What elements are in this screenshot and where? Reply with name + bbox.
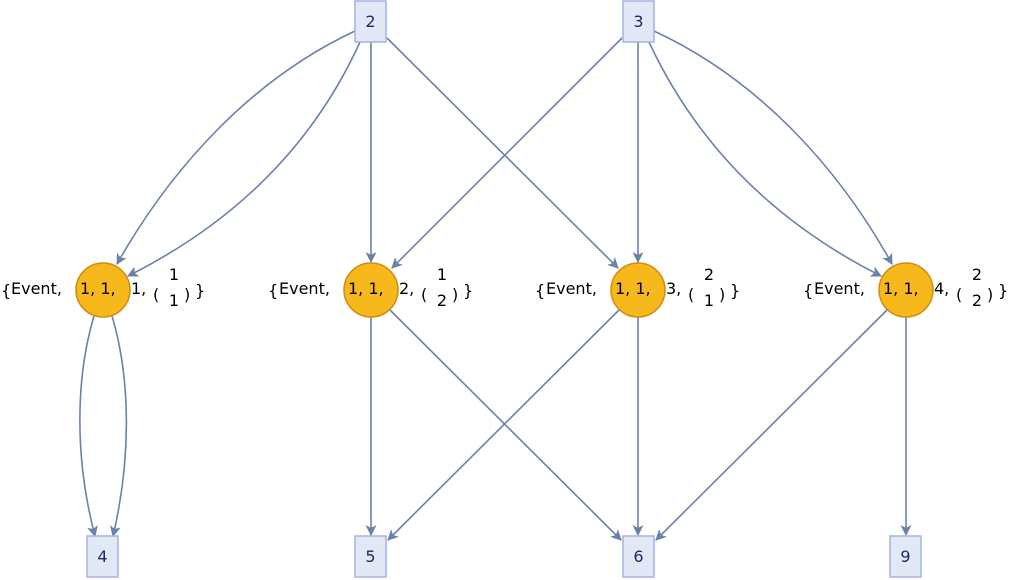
matrix-open-paren: ( (956, 285, 962, 304)
matrix-bottom: 2 (972, 291, 982, 310)
matrix-close-paren: ) (719, 285, 725, 304)
matrix-bottom: 1 (169, 291, 179, 310)
state-label: 3 (633, 12, 643, 31)
event-prefix: Event, (11, 279, 62, 298)
edge-s2-e1-a (116, 30, 356, 265)
edges-layer (79, 30, 912, 541)
edge-e4-s6 (655, 309, 888, 541)
matrix-top: 1 (437, 265, 447, 284)
matrix-open-paren: ( (421, 285, 427, 304)
event-node-3[interactable]: { Event, 1, 1, 3, ( 2 1 ) } (535, 262, 740, 318)
edge-e1-s4-a (79, 315, 98, 538)
event-node-4[interactable]: { Event, 1, 1, 4, ( 2 2 ) } (803, 262, 1008, 318)
event-prefix: Event, (814, 279, 865, 298)
state-node-4[interactable]: 4 (86, 535, 119, 578)
matrix-top: 2 (704, 265, 714, 284)
event-suffix: 4, (934, 279, 949, 298)
state-node-2[interactable]: 2 (354, 0, 387, 43)
state-label: 9 (900, 547, 910, 566)
event-close-brace: } (998, 281, 1008, 300)
state-label: 5 (365, 547, 375, 566)
event-open-brace: { (535, 281, 545, 300)
state-label: 4 (97, 547, 107, 566)
matrix-close-paren: ) (987, 285, 993, 304)
event-prefix: Event, (279, 279, 330, 298)
state-label: 2 (365, 12, 375, 31)
matrix-close-paren: ) (184, 285, 190, 304)
state-node-5[interactable]: 5 (354, 535, 387, 578)
event-suffix: 2, (399, 279, 414, 298)
matrix-open-paren: ( (688, 285, 694, 304)
matrix-top: 2 (972, 265, 982, 284)
matrix-bottom: 2 (437, 291, 447, 310)
event-suffix: 1, (131, 279, 146, 298)
edge-s2-e3 (386, 37, 619, 269)
edge-s3-e2 (391, 37, 623, 269)
event-inner: 1, 1, (348, 279, 384, 298)
matrix-top: 1 (169, 265, 179, 284)
event-open-brace: { (268, 281, 278, 300)
event-close-brace: } (730, 281, 740, 300)
matrix-close-paren: ) (452, 285, 458, 304)
state-node-3[interactable]: 3 (622, 0, 655, 43)
event-inner: 1, 1, (80, 279, 116, 298)
event-close-brace: } (463, 281, 473, 300)
event-open-brace: { (1, 281, 11, 300)
event-node-2[interactable]: { Event, 1, 1, 2, ( 1 2 ) } (268, 262, 473, 318)
event-prefix: Event, (546, 279, 597, 298)
edge-s2-e1-b (127, 41, 361, 277)
matrix-bottom: 1 (704, 291, 714, 310)
event-close-brace: } (195, 281, 205, 300)
edge-e1-s4-b (109, 315, 128, 538)
event-node-1[interactable]: { Event, 1, 1, 1, ( 1 1 ) } (1, 262, 205, 318)
event-open-brace: { (803, 281, 813, 300)
state-label: 6 (633, 547, 643, 566)
event-suffix: 3, (666, 279, 681, 298)
edge-e3-s5 (387, 309, 620, 541)
event-inner: 1, 1, (883, 279, 919, 298)
state-node-6[interactable]: 6 (622, 535, 655, 578)
edge-s3-e4-a (648, 41, 882, 277)
edge-s3-e4-b (653, 30, 893, 265)
state-node-9[interactable]: 9 (889, 535, 922, 578)
event-inner: 1, 1, (615, 279, 651, 298)
edge-e2-s6 (389, 309, 622, 541)
matrix-open-paren: ( (153, 285, 159, 304)
